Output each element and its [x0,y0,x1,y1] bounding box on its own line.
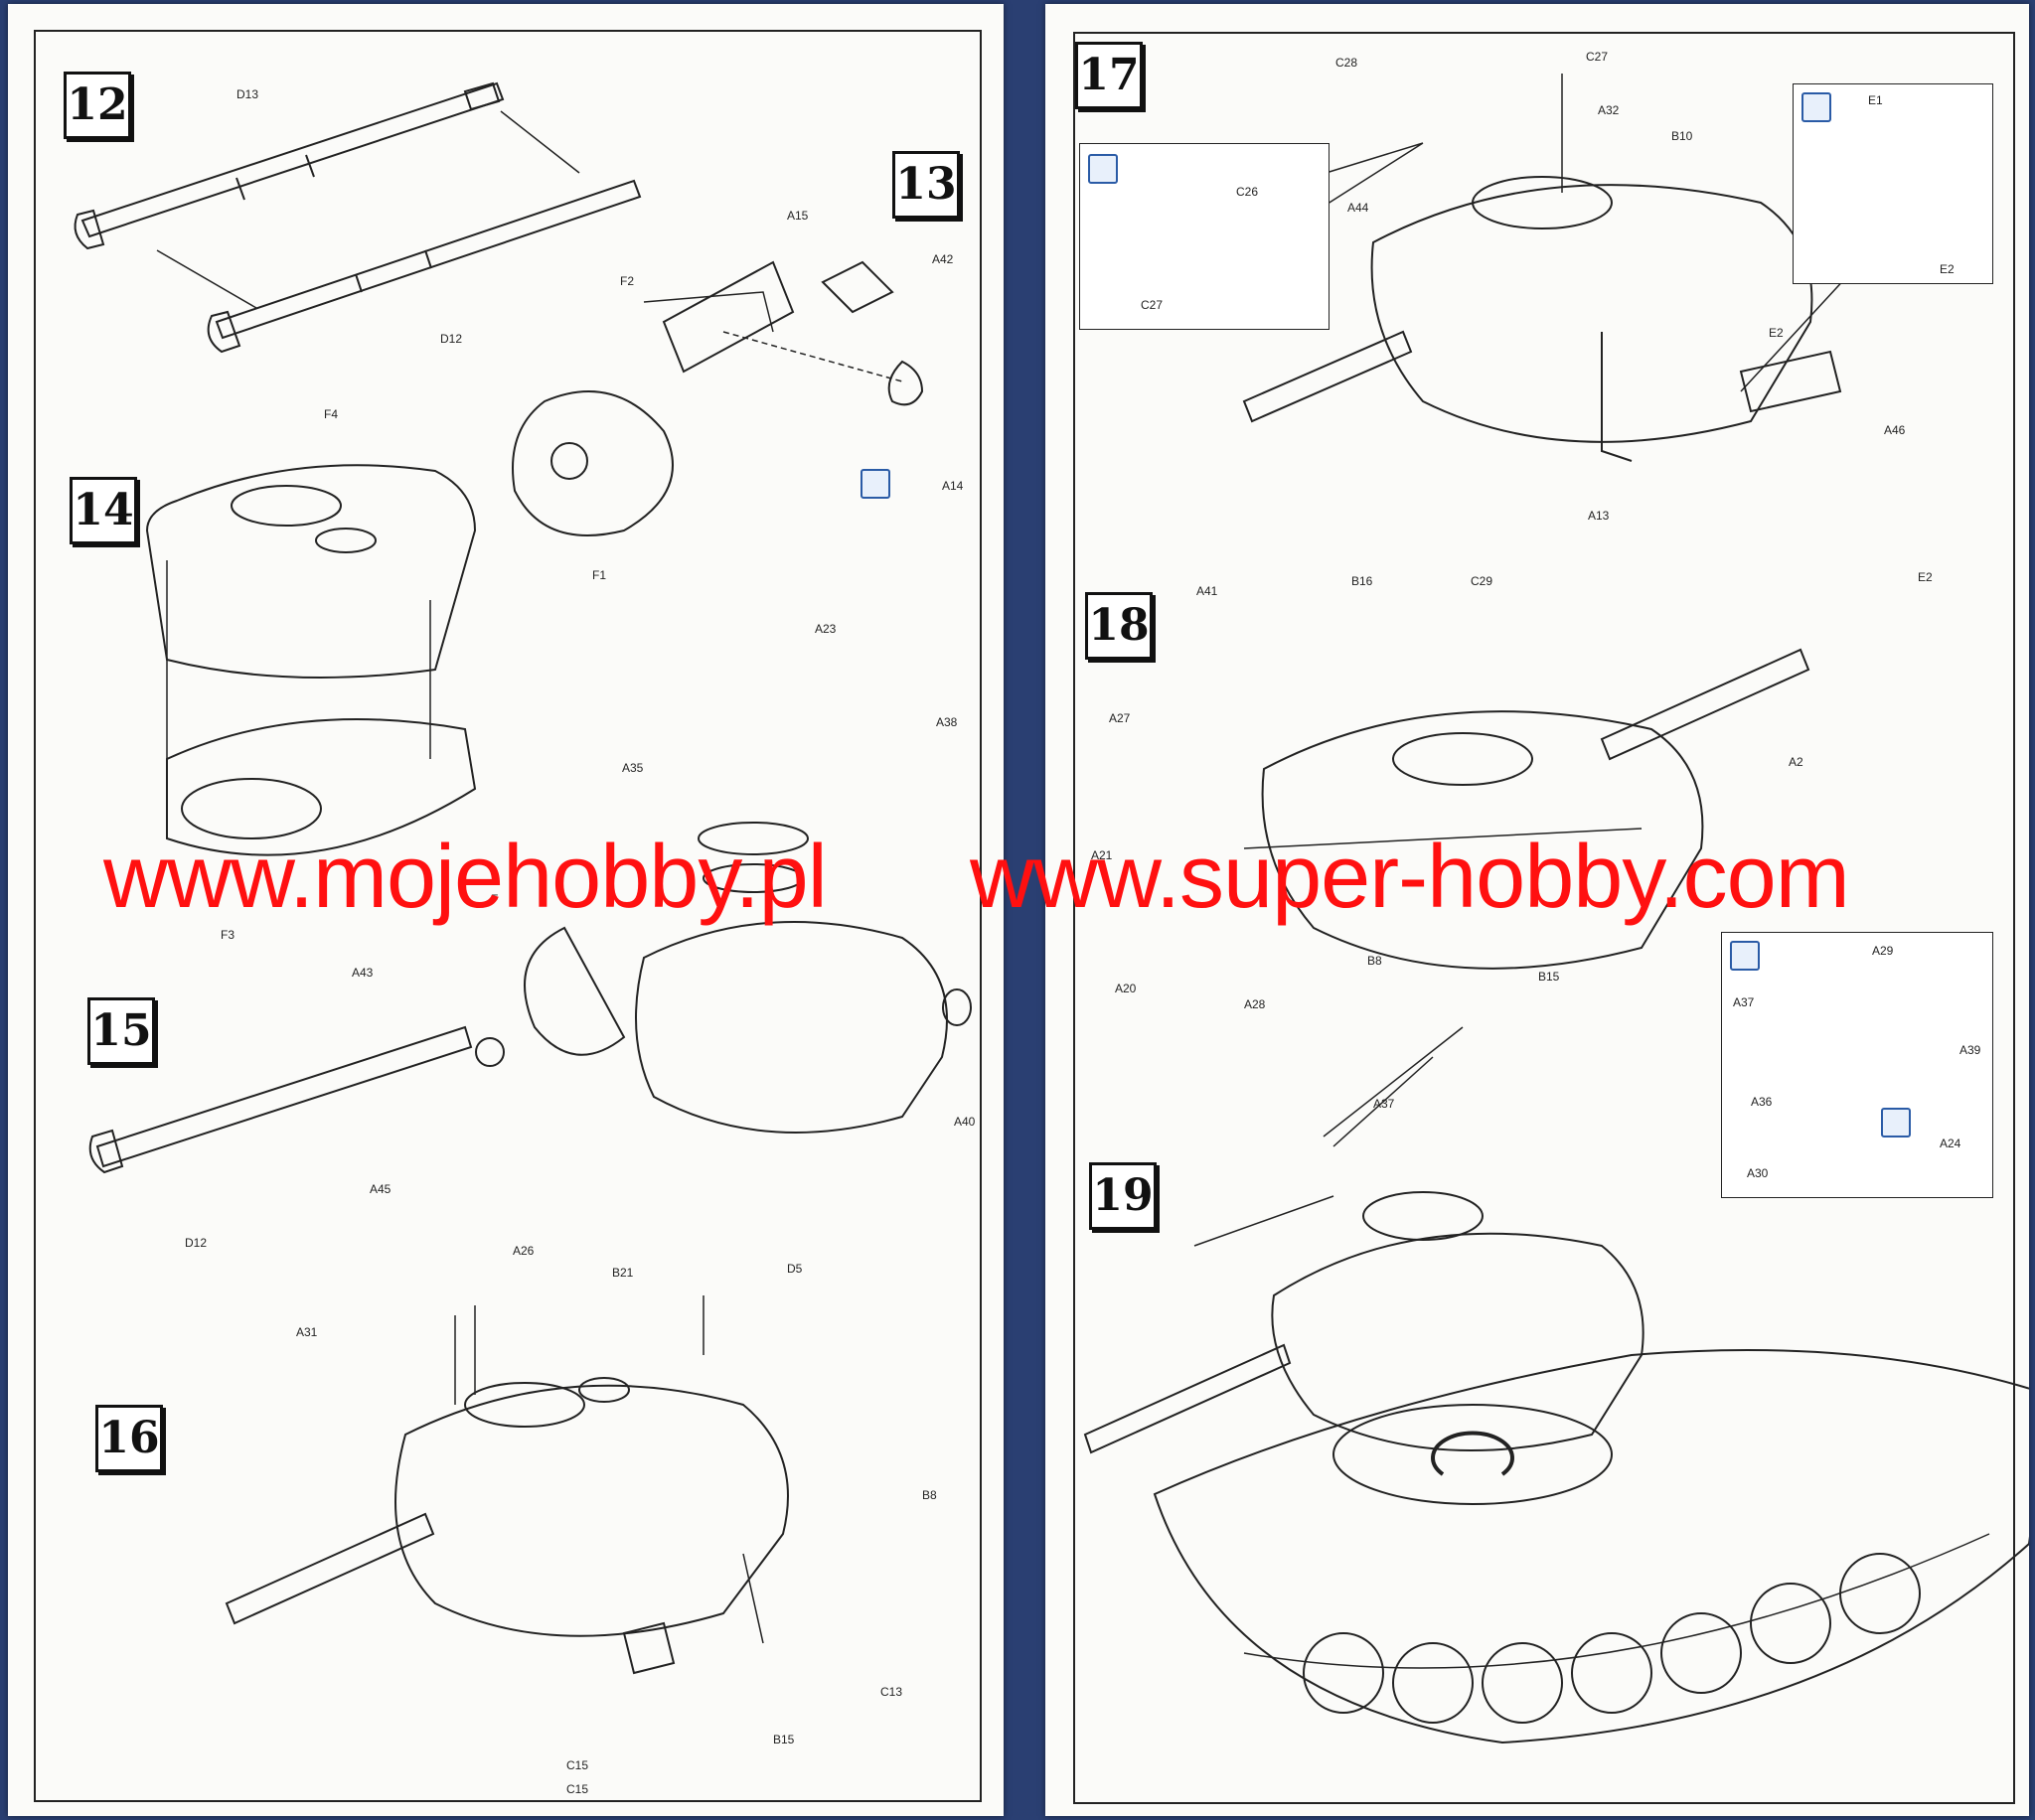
step-number-12: 12 [64,72,131,139]
page-frame [1073,32,2015,1804]
part-label: E2 [1918,570,1933,584]
instruction-page-right: 17 18 19 C28 C27 A32 B10 C26 C27 A44 E1 … [1045,4,2029,1816]
part-label: A35 [622,761,644,775]
part-label: A37 [1373,1097,1395,1111]
part-label: A24 [1940,1137,1961,1150]
part-label: B8 [1367,954,1382,968]
cement-glue-icon [1881,1108,1911,1138]
step-number-16: 16 [95,1405,163,1472]
part-label: A27 [1109,711,1131,725]
paint-brush-icon [1730,941,1760,971]
part-label: A20 [1115,982,1137,995]
step-number-19: 19 [1089,1162,1157,1230]
watermark-super-hobby: www.super-hobby.com [970,828,1850,927]
part-label: A14 [942,479,964,493]
part-label: A30 [1747,1166,1769,1180]
callout-e1-e2 [1793,83,1993,284]
turret-detail-drawing [225,1295,789,1675]
part-label: A31 [296,1325,318,1339]
part-label: A21 [1091,848,1113,862]
part-label: A45 [370,1182,391,1196]
step-number-14: 14 [70,477,137,544]
tank-hull-drawing [1083,1191,2029,1744]
part-label: D12 [440,332,463,346]
part-label: E2 [1940,262,1955,276]
callout-c26-c27 [1079,143,1330,330]
part-label: A44 [1347,201,1369,215]
part-label: B15 [773,1733,795,1746]
part-label: F2 [620,274,635,288]
part-label: B8 [922,1488,937,1502]
part-label: E2 [1769,326,1784,340]
part-label: B15 [1538,970,1560,984]
part-label: B21 [612,1266,634,1280]
part-label: F4 [324,407,339,421]
barrel-d12-drawing [207,179,642,354]
part-label: A2 [1789,755,1803,769]
part-label: D5 [787,1262,803,1276]
part-label: A29 [1872,944,1894,958]
part-label: A37 [1733,995,1755,1009]
part-label: B16 [1351,574,1373,588]
watermark-mojehobby: www.mojehobby.pl [103,828,828,927]
instruction-page-left: 12 13 14 15 16 D13 D12 F2 A15 A42 A14 F1… [8,4,1004,1816]
step-number-15: 15 [87,997,155,1065]
right-line-drawings [1083,74,2029,1744]
left-line-drawings [74,81,972,1675]
part-label: A32 [1598,103,1620,117]
part-label: A46 [1884,423,1906,437]
cement-glue-icon [861,469,890,499]
turret-step18-drawing [1243,648,1810,970]
part-label: C15 [566,1782,589,1796]
turret-assembly-drawing [88,822,972,1174]
part-label: C29 [1471,574,1493,588]
part-label: A15 [787,209,809,223]
barrel-d13-drawing [74,81,505,250]
part-label: A13 [1588,509,1610,523]
part-label: C26 [1236,185,1259,199]
part-label: C28 [1335,56,1358,70]
part-label: C13 [880,1685,903,1699]
part-label: A38 [936,715,958,729]
step-number-17: 17 [1075,42,1143,109]
part-label: A28 [1244,997,1266,1011]
part-label: C27 [1586,50,1609,64]
mantlet-drawing [512,260,924,536]
part-label: A43 [352,966,374,980]
part-label: A41 [1196,584,1218,598]
callout-machine-gun [1721,932,1993,1198]
part-label: F3 [221,928,235,942]
turret-shell-drawing [145,464,477,856]
part-label: F [491,892,499,906]
part-label: A40 [954,1115,976,1129]
page-frame [34,30,982,1802]
step-number-18: 18 [1085,592,1153,660]
part-label: C27 [1141,298,1164,312]
paint-brush-icon [1801,92,1831,122]
part-label: A42 [932,252,954,266]
part-label: A36 [1751,1095,1773,1109]
part-label: A26 [513,1244,535,1258]
part-label: C15 [566,1758,589,1772]
part-label: D12 [185,1236,208,1250]
paint-brush-icon [1088,154,1118,184]
turret-step17-drawing [1242,74,1842,462]
step-number-13: 13 [892,151,960,219]
part-label: D13 [236,87,259,101]
part-label: F1 [592,568,607,582]
part-label: A23 [815,622,837,636]
part-label: B10 [1671,129,1693,143]
part-label: A39 [1959,1043,1981,1057]
part-label: E1 [1868,93,1883,107]
